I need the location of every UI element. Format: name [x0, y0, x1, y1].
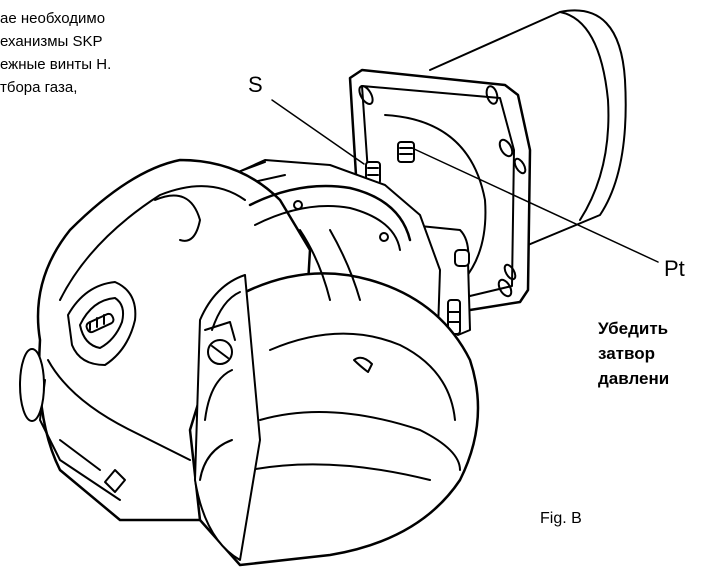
- note-line-2: затвор: [598, 344, 656, 363]
- note-line-1: Убедить: [598, 319, 669, 338]
- intro-text-line-3: ежные винты H.: [0, 56, 112, 73]
- intro-text-line-1: ае необходимо: [0, 10, 106, 27]
- intro-text-line-2: еханизмы SKP: [0, 33, 103, 50]
- leader-line-pt: [411, 147, 659, 263]
- note-line-3: давлени: [598, 369, 670, 388]
- intro-text-line-4: тбора газа,: [0, 79, 78, 96]
- collar-ring: [248, 184, 412, 301]
- test-point-nipples: [365, 141, 415, 185]
- leader-line-s: [271, 99, 365, 165]
- label-pt: Pt: [664, 256, 685, 281]
- label-s: S: [248, 72, 263, 97]
- front-casing: [188, 272, 480, 567]
- figure-caption: Fig. B: [540, 510, 582, 527]
